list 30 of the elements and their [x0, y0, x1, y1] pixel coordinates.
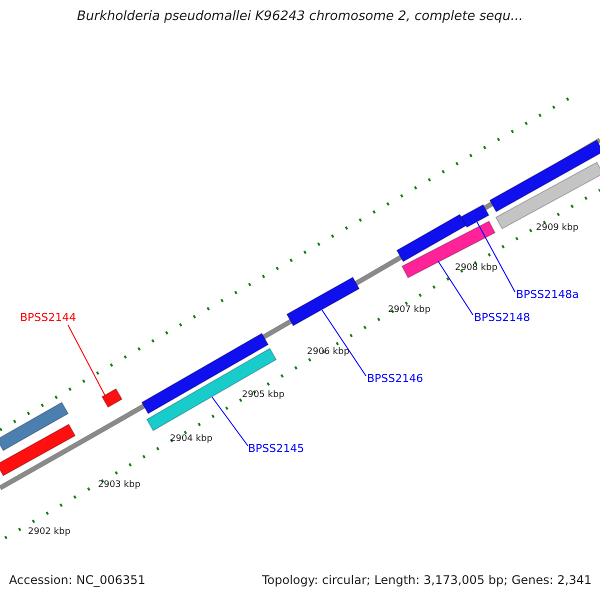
tick-label: 2903 kbp — [98, 481, 140, 491]
tick-label: 2909 kbp — [536, 224, 578, 234]
accession-text: Accession: NC_006351 — [9, 574, 146, 588]
tick-label: 2902 kbp — [28, 528, 70, 538]
tick-label: 2906 kbp — [307, 348, 350, 358]
gene-bar — [401, 220, 496, 278]
title: Burkholderia pseudomallei K96243 chromosome 2, complete sequ... — [76, 10, 524, 24]
gene-bar — [0, 402, 69, 452]
gene-label: BPSS2148 — [474, 312, 530, 324]
leader-line — [438, 260, 474, 316]
leader-line — [476, 222, 516, 292]
gene-bar — [489, 140, 600, 212]
tick-label: 2904 kbp — [170, 435, 212, 445]
tick-label: 2905 kbp — [242, 391, 284, 401]
gene-bar — [101, 388, 123, 408]
gene-label: BPSS2146 — [367, 373, 424, 386]
gene-bar — [396, 214, 467, 262]
gene-label: BPSS2145 — [248, 443, 304, 456]
gene-bar — [286, 276, 360, 326]
leader-line — [322, 310, 366, 376]
gene-bar — [0, 424, 76, 476]
gene-label: BPSS2148a — [516, 289, 579, 302]
gene-bar — [460, 204, 490, 228]
gene-label: BPSS2144 — [20, 312, 76, 324]
gene-bar — [141, 332, 269, 414]
tick-label: 2908 kbp — [455, 264, 498, 274]
tick-label: 2907 kbp — [388, 306, 430, 316]
genome-info-text: Topology: circular; Length: 3,173,005 bp; Genes: 2,341 — [262, 574, 592, 588]
leader-line — [68, 324, 110, 406]
leader-line — [212, 396, 248, 446]
